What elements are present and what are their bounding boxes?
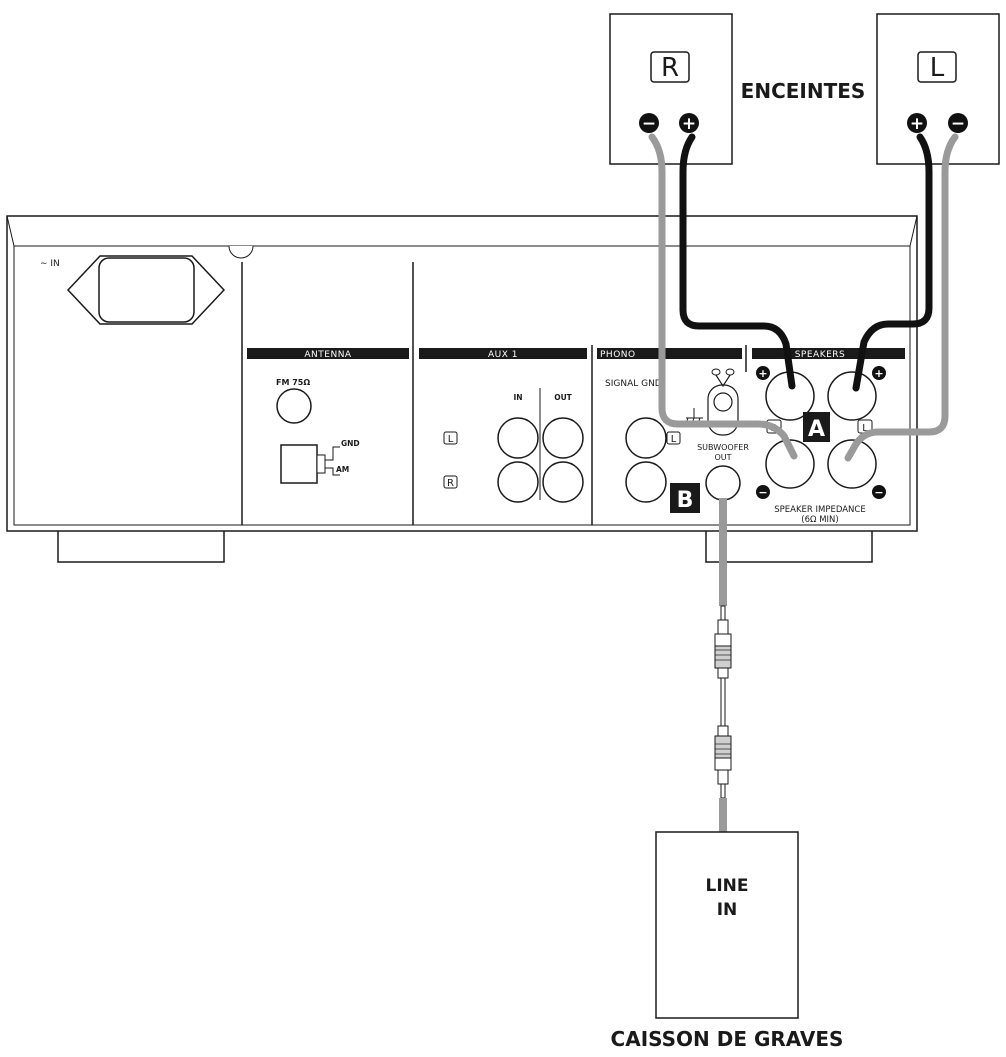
impedance-label: SPEAKER IMPEDANCE xyxy=(774,505,865,515)
aux1-header xyxy=(419,348,587,359)
phono-header xyxy=(597,348,742,359)
cable-left-positive xyxy=(852,133,933,392)
line-in-label-2: IN xyxy=(717,900,738,920)
impedance-label-2: (6Ω MIN) xyxy=(801,515,838,525)
aux-out-label: OUT xyxy=(554,393,572,402)
line-in-label: LINE xyxy=(706,876,749,896)
callout-a-label: A xyxy=(808,417,825,442)
cable-left-negative xyxy=(844,133,959,462)
aux1-label: AUX 1 xyxy=(488,350,518,360)
aux-in-l-jack xyxy=(497,417,539,459)
callout-b-label: B xyxy=(677,488,694,513)
callout-a: A xyxy=(803,412,830,442)
amplifier-rear-panel: ∼ IN ANTENNA FM 75Ω GND AM AUX 1 IN OUT … xyxy=(6,215,918,563)
aux-out-l-jack xyxy=(542,417,584,459)
subwoofer-title: CAISSON DE GRAVES xyxy=(611,1027,844,1051)
callout-b: B xyxy=(670,483,700,513)
minus-icon: − xyxy=(642,114,656,134)
am-label: AM xyxy=(336,465,349,474)
phono-label: PHONO xyxy=(600,350,636,360)
plus-icon: + xyxy=(910,114,924,134)
cable-right-negative xyxy=(648,133,798,460)
channel-badge-l xyxy=(917,51,957,83)
channel-badge-r xyxy=(650,51,690,83)
speaker-left-label: L xyxy=(930,53,945,83)
plus-icon: + xyxy=(682,114,696,134)
plus-icon: + xyxy=(874,367,883,380)
aux-l-badge: L xyxy=(448,434,454,445)
speaker-right: R − + xyxy=(609,13,733,165)
antenna-label: ANTENNA xyxy=(304,350,352,360)
minus-icon: − xyxy=(758,486,767,499)
speaker-cables xyxy=(648,133,959,462)
minus-icon: − xyxy=(874,486,883,499)
speakers-header xyxy=(752,348,905,359)
phono-l-badge: L xyxy=(671,434,677,445)
fm-antenna-jack xyxy=(276,388,312,424)
speaker-l-negative-terminal xyxy=(827,439,877,489)
gnd-label: GND xyxy=(341,439,360,448)
speaker-r-negative-terminal xyxy=(765,439,815,489)
subwoofer-out-jack xyxy=(705,465,741,501)
fm-label: FM 75Ω xyxy=(276,378,310,387)
phono-r-jack xyxy=(625,461,667,503)
ac-inlet xyxy=(66,255,226,325)
signal-gnd-label: SIGNAL GND xyxy=(605,379,662,389)
am-antenna-terminal xyxy=(280,444,318,484)
aux-out-r-jack xyxy=(542,461,584,503)
minus-icon: − xyxy=(951,114,965,134)
speaker-l-badge: L xyxy=(862,423,868,434)
subwoofer-out-label-2: OUT xyxy=(714,453,731,462)
aux-in-label: IN xyxy=(513,393,522,402)
aux-in-r-jack xyxy=(497,461,539,503)
subwoofer-out-label: SUBWOOFER xyxy=(697,443,749,452)
speakers-panel-label: SPEAKERS xyxy=(795,350,846,360)
speaker-l-positive-terminal xyxy=(827,371,877,421)
cable-right-positive xyxy=(679,133,796,390)
speaker-right-label: R xyxy=(661,53,679,83)
phono-l-jack xyxy=(625,417,667,459)
speaker-left: L + − xyxy=(876,13,1000,165)
foot xyxy=(57,527,225,563)
subwoofer-box: LINE IN xyxy=(655,831,799,1019)
antenna-header xyxy=(247,348,409,359)
foot xyxy=(705,527,873,563)
ac-in-label: ∼ IN xyxy=(40,259,60,269)
aux-r-badge: R xyxy=(447,478,454,489)
plus-icon: + xyxy=(758,367,767,380)
rca-cable xyxy=(714,498,732,838)
speakers-title: ENCEINTES xyxy=(741,79,866,103)
